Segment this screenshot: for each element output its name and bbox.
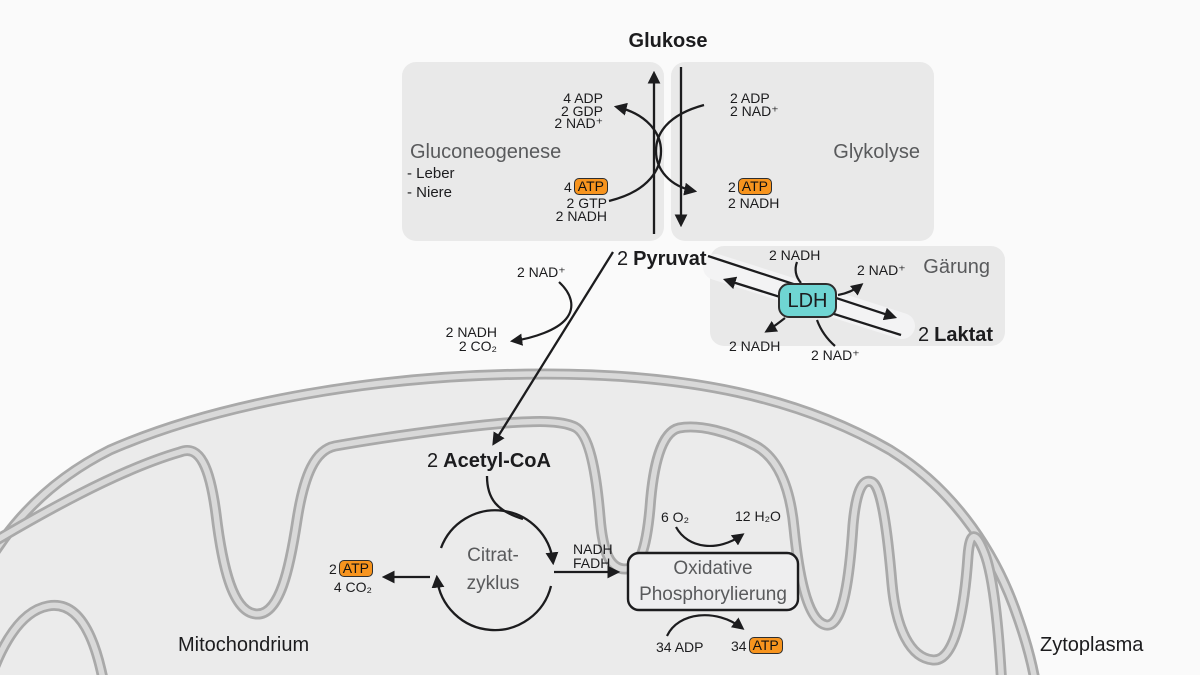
gluconeogenesis-title: Gluconeogenese [410, 141, 562, 163]
pyruvate-name: Pyruvat [633, 248, 707, 270]
ldh-enzyme-label: LDH [787, 290, 828, 312]
acetylcoa-count: 2 [427, 450, 439, 472]
outer-membrane [0, 368, 1040, 675]
gluconeogenesis-output-nadh: 2 NADH [555, 207, 607, 224]
gluconeogenesis-output-gtp: 2 GTP [566, 195, 607, 211]
oxphos-title-line2: Phosphorylierung [639, 584, 787, 605]
glucose-label: Glukose [628, 30, 708, 52]
atp-badge: ATP [338, 560, 373, 577]
citrate-cycle-title-line1: Citrat- [467, 545, 519, 566]
citrate-nadh-carrier: NADH [573, 541, 613, 557]
gluconeogenesis-organ-liver: - Leber [407, 165, 455, 182]
gluconeogenesis-input-gdp: 2 GDP [560, 102, 603, 119]
gluconeogenesis-panel [402, 62, 664, 241]
citrate-cycle-arc-right [439, 509, 559, 566]
lactate-name: Laktat [934, 324, 994, 346]
citrate-cycle-title: Citrat- zyklus [413, 542, 573, 598]
gluconeogenesis-input-nad: 2 NAD⁺ [554, 115, 603, 131]
oxphos-title: Oxidative Phosphorylierung [628, 556, 798, 608]
acetylcoa-name: Acetyl-CoA [443, 450, 551, 472]
ldh-nad-out-arrow [837, 283, 864, 297]
atp-count: 2 [329, 560, 337, 577]
citrate-co2-output: 4 CO₂ [333, 579, 372, 595]
fermentation-nadh-in: 2 NADH [769, 247, 821, 263]
glycolysis-cofactor-arrow [654, 103, 705, 196]
mitochondrion-shape [0, 368, 1040, 675]
fermentation-nad-in: 2 NAD⁺ [811, 347, 860, 363]
oxphos-title-line1: Oxidative [673, 558, 753, 579]
atp-badge: ATP [748, 637, 783, 654]
glycolysis-input-nad: 2 NAD⁺ [730, 102, 779, 119]
atp-count: 4 [564, 178, 572, 195]
fermentation-nad-out: 2 NAD⁺ [857, 262, 906, 278]
mitochondrion-label: Mitochondrium [178, 634, 310, 656]
atp-badge: ATP [737, 178, 772, 195]
atp-count: 2 [728, 178, 736, 195]
ldh-nadh-in-curve [794, 261, 802, 284]
ldh-enzyme-box [778, 283, 837, 318]
oxphos-o2-label: 6 O₂ [661, 509, 689, 525]
gluconeogenesis-input-adp: 4 ADP [563, 90, 603, 106]
glycolysis-input-adp: 2 ADP [730, 90, 770, 106]
lactate-count: 2 [918, 324, 930, 346]
glycolysis-output-nadh: 2 NADH [728, 195, 780, 211]
citrate-cycle-arc-left [431, 574, 553, 632]
glycolysis-title: Glykolyse [833, 141, 920, 163]
inner-membrane [0, 416, 1007, 675]
fermentation-title: Gärung [923, 256, 990, 278]
oxphos-h2o-label: 12 H₂O [735, 508, 781, 524]
citrate-fadh-carrier: FADH [573, 555, 611, 571]
pyruvate-to-acetylcoa-arrow [492, 251, 614, 446]
fermentation-nadh-out: 2 NADH [729, 338, 781, 354]
atp-badge: ATP [573, 178, 608, 195]
pyruvate-count: 2 [617, 248, 629, 270]
pdh-cofactor-arrow [509, 281, 573, 346]
cytoplasm-label: Zytoplasma [1040, 634, 1144, 656]
acetylcoa-entry-curve [485, 475, 524, 521]
fermentation-panel [710, 246, 1005, 346]
glycolysis-panel [671, 62, 934, 241]
oxphos-o2-arrow [675, 526, 745, 547]
pdh-co2-label: 2 CO₂ [458, 338, 497, 354]
oxphos-atp-arrow [666, 614, 745, 637]
citrate-cycle-title-line2: zyklus [466, 573, 520, 594]
pdh-nad-label: 2 NAD⁺ [517, 264, 566, 280]
atp-count: 34 [731, 637, 747, 654]
oxphos-adp-label: 34 ADP [656, 639, 704, 655]
ldh-nad-in-curve [815, 319, 836, 347]
gluconeogenesis-cofactor-arrow [608, 102, 663, 203]
gluconeogenesis-organ-kidney: - Niere [407, 184, 453, 201]
oxphos-box [626, 551, 800, 612]
pdh-nadh-label: 2 NADH [445, 324, 497, 340]
ldh-nadh-out-arrow [764, 317, 786, 333]
